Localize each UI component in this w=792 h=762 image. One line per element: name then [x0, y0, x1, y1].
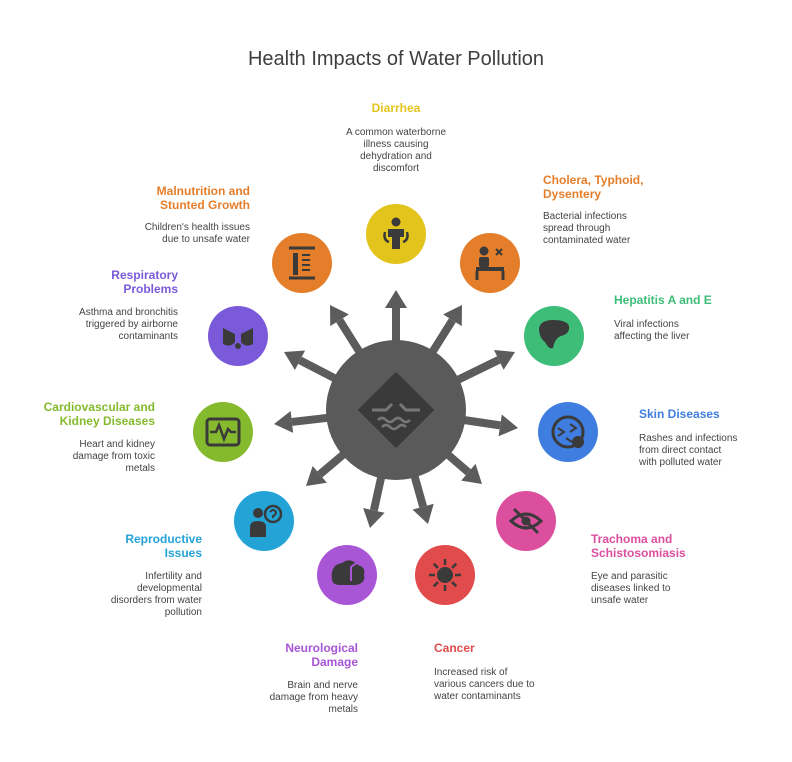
- node-cholera: [460, 233, 520, 293]
- arrow-head-neuro: [363, 508, 385, 528]
- node-cancer: [415, 545, 475, 605]
- item-title-diarrhea: Diarrhea: [371, 101, 421, 115]
- sick-person-bed-icon: [475, 246, 505, 280]
- item-title-skin: Skin Diseases: [639, 407, 720, 421]
- arrow-head-repro: [306, 465, 327, 486]
- item-title-malnutrition: Malnutrition and Stunted Growth: [156, 184, 250, 212]
- item-desc-skin: Rashes and infections from direct contac…: [639, 433, 738, 468]
- arrow-head-skin: [498, 414, 518, 437]
- brain-icon: [331, 560, 365, 585]
- node-circle-malnutrition: [272, 233, 332, 293]
- heartbeat-monitor-icon: [205, 417, 241, 447]
- arrow-head-respiratory: [284, 350, 306, 371]
- arrow-head-cholera: [443, 305, 462, 327]
- item-desc-respiratory: Asthma and bronchitis triggered by airbo…: [79, 307, 178, 342]
- liver-icon: [539, 320, 570, 349]
- person-question-icon: [250, 504, 283, 537]
- node-circle-cardio: [193, 402, 253, 462]
- node-circle-respiratory: [208, 306, 268, 366]
- item-desc-neuro: Brain and nerve damage from heavy metals: [269, 680, 358, 715]
- node-respiratory: [208, 306, 268, 366]
- item-title-cancer: Cancer: [434, 641, 475, 655]
- item-title-trachoma: Trachoma and Schistosomiasis: [591, 532, 686, 560]
- node-trachoma: [496, 491, 556, 551]
- node-circle-cholera: [460, 233, 520, 293]
- item-desc-hepatitis: Viral infections affecting the liver: [614, 319, 690, 342]
- water-crossing-icon: [357, 371, 435, 449]
- item-desc-repro: Infertility and developmental disorders …: [110, 571, 202, 618]
- item-title-cardio: Cardiovascular and Kidney Diseases: [43, 400, 155, 428]
- item-desc-diarrhea: A common waterborne illness causing dehy…: [345, 127, 447, 174]
- node-circle-skin: [538, 402, 598, 462]
- item-title-respiratory: Respiratory Problems: [111, 268, 178, 296]
- node-diarrhea: [366, 204, 426, 264]
- lungs-icon: [223, 322, 253, 349]
- page-title: Health Impacts of Water Pollution: [247, 48, 545, 70]
- item-desc-cancer: Increased risk of various cancers due to…: [434, 667, 535, 702]
- arrow-head-cancer: [412, 503, 434, 524]
- item-desc-trachoma: Eye and parasitic diseases linked to uns…: [591, 571, 671, 606]
- item-title-repro: Reproductive Issues: [125, 532, 202, 560]
- item-title-neuro: Neurological Damage: [285, 641, 358, 669]
- arrow-head-trachoma: [461, 463, 482, 484]
- item-desc-malnutrition: Children's health issues due to unsafe w…: [144, 222, 250, 245]
- center-hub: [326, 340, 466, 480]
- cancer-cell-icon: [429, 559, 461, 591]
- node-repro: [234, 491, 294, 551]
- node-malnutrition: [272, 233, 332, 293]
- person-stomach-icon: [383, 217, 409, 249]
- node-hepatitis: [524, 306, 584, 366]
- skin-rash-icon: [551, 415, 585, 449]
- height-measure-icon: [289, 246, 315, 280]
- arrow-head-diarrhea: [385, 290, 407, 308]
- item-desc-cholera: Bacterial infections spread through cont…: [543, 211, 631, 246]
- arrow-head-hepatitis: [494, 349, 515, 370]
- node-skin: [538, 402, 598, 462]
- item-desc-cardio: Heart and kidney damage from toxic metal…: [72, 439, 155, 474]
- arrow-head-cardio: [274, 411, 294, 433]
- node-cardio: [193, 402, 253, 462]
- node-neuro: [317, 545, 377, 605]
- item-title-hepatitis: Hepatitis A and E: [614, 293, 712, 307]
- eye-crossed-icon: [508, 507, 544, 535]
- node-circle-repro: [234, 491, 294, 551]
- item-title-cholera: Cholera, Typhoid, Dysentery: [543, 173, 644, 201]
- arrow-head-malnutrition: [330, 305, 349, 327]
